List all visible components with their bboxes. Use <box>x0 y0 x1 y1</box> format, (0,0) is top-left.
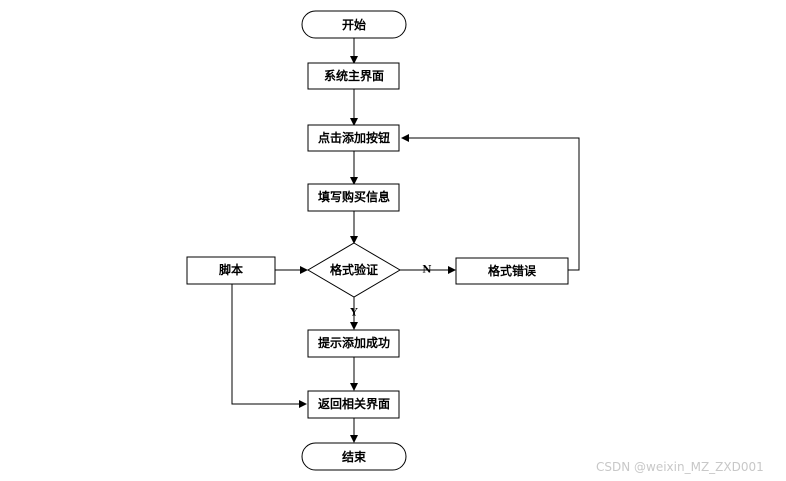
yes-branch-label: Y <box>349 308 358 319</box>
validate-decision <box>307 242 401 298</box>
start-label: 开始 <box>342 17 366 32</box>
fill-info-box <box>307 183 400 212</box>
click-add-label: 点击添加按钮 <box>318 130 390 145</box>
end-terminal <box>301 442 407 471</box>
no-branch-label: N <box>422 265 431 276</box>
validate-label: 格式验证 <box>330 262 378 277</box>
format-error-label: 格式错误 <box>488 263 537 278</box>
fill-info-label: 填写购买信息 <box>318 189 390 204</box>
return-box <box>307 390 400 419</box>
format-error-box <box>455 257 569 285</box>
script-box <box>186 256 276 285</box>
watermark-text: CSDN @weixin_MZ_ZXD001 <box>596 460 764 474</box>
script-label: 脚本 <box>219 262 243 277</box>
success-box <box>307 329 400 358</box>
end-label: 结束 <box>342 449 367 464</box>
return-label: 返回相关界面 <box>318 396 390 411</box>
main-screen-box <box>307 62 400 90</box>
edge-script-to-return <box>231 284 307 408</box>
click-add-box <box>307 124 400 152</box>
success-label: 提示添加成功 <box>318 335 390 350</box>
edge-error-loop-to-click <box>401 134 580 271</box>
start-terminal <box>301 10 407 39</box>
main-screen-label: 系统主界面 <box>324 68 384 83</box>
